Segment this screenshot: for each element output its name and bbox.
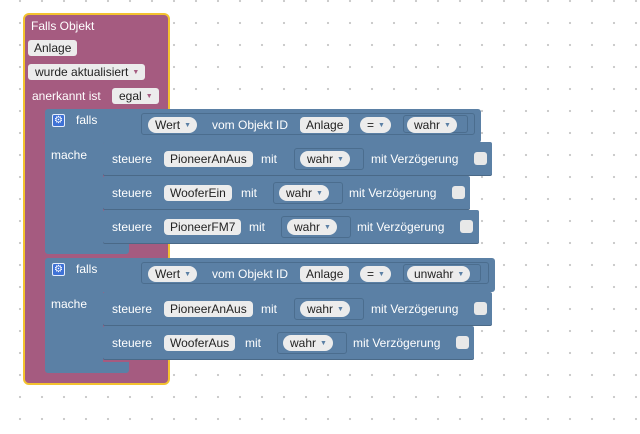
action-delay-label: mit Verzögerung xyxy=(371,302,459,316)
if-2-operator-dropdown[interactable]: = ▼ xyxy=(360,266,391,282)
action-value-dropdown[interactable]: wahr ▼ xyxy=(287,219,337,235)
action-object-field[interactable]: PioneerFM7 xyxy=(164,219,242,235)
if-2-keyword: falls xyxy=(76,262,98,276)
action-delay-label: mit Verzögerung xyxy=(357,220,445,234)
action-object-field[interactable]: WooferAus xyxy=(164,335,236,351)
if-2-object-field[interactable]: Anlage xyxy=(300,266,350,282)
if-1-keyword: falls xyxy=(76,113,98,127)
trigger-ack-dropdown[interactable]: egal ▼ xyxy=(112,88,159,104)
trigger-title: Falls Objekt xyxy=(31,19,95,33)
if-2-rhs: unwahr xyxy=(414,267,454,281)
caret-down-icon: ▼ xyxy=(316,189,323,197)
if-1-operator-dropdown[interactable]: = ▼ xyxy=(360,117,391,133)
if-2-of-object-label: vom Objekt ID xyxy=(212,267,289,281)
if-1-value-kind-dropdown[interactable]: Wert ▼ xyxy=(148,117,198,133)
action-control-label: steuere xyxy=(112,302,153,316)
action-value-dropdown[interactable]: wahr ▼ xyxy=(300,151,350,167)
action-control-label: steuere xyxy=(112,336,153,350)
action-value-dropdown[interactable]: wahr ▼ xyxy=(279,185,329,201)
action-value: wahr xyxy=(307,152,334,166)
action-value: wahr xyxy=(290,336,317,350)
if-1-rhs: wahr xyxy=(414,118,441,132)
if-block-1-arm xyxy=(45,140,103,248)
action-with-label: mit xyxy=(261,152,277,166)
action-with-label: mit xyxy=(241,186,257,200)
caret-down-icon: ▼ xyxy=(320,339,327,347)
if-2-operator: = xyxy=(367,267,375,281)
trigger-ack-value: egal xyxy=(119,89,142,103)
action-value: wahr xyxy=(307,302,334,316)
trigger-condition-dropdown[interactable]: wurde aktualisiert ▼ xyxy=(28,64,146,80)
if-1-of-object-label: vom Objekt ID xyxy=(212,118,289,132)
if-1-object-field[interactable]: Anlage xyxy=(300,117,350,133)
trigger-condition-value: wurde aktualisiert xyxy=(35,65,129,79)
action-delay-label: mit Verzögerung xyxy=(349,186,437,200)
trigger-ack-label: anerkannt ist xyxy=(32,89,101,103)
caret-down-icon: ▼ xyxy=(184,121,192,129)
action-with-label: mit xyxy=(249,220,265,234)
delay-checkbox[interactable] xyxy=(474,302,487,315)
action-object-field[interactable]: PioneerAnAus xyxy=(164,151,253,167)
gear-icon[interactable]: ⚙ xyxy=(52,263,65,276)
if-1-value-kind: Wert xyxy=(155,118,181,132)
if-2-rhs-dropdown[interactable]: unwahr ▼ xyxy=(407,266,471,282)
delay-checkbox[interactable] xyxy=(460,220,473,233)
trigger-object-field[interactable]: Anlage xyxy=(28,40,78,56)
if-block-1-footer xyxy=(45,243,129,254)
delay-checkbox[interactable] xyxy=(474,152,487,165)
action-delay-label: mit Verzögerung xyxy=(353,336,441,350)
delay-checkbox[interactable] xyxy=(452,186,465,199)
caret-down-icon: ▼ xyxy=(324,223,331,231)
action-with-label: mit xyxy=(245,336,261,350)
action-with-label: mit xyxy=(261,302,277,316)
trigger-footer xyxy=(25,373,168,383)
caret-down-icon: ▼ xyxy=(145,92,153,100)
gear-icon[interactable]: ⚙ xyxy=(52,114,65,127)
action-control-label: steuere xyxy=(112,186,153,200)
if-2-do-label: mache xyxy=(51,297,88,311)
action-value: wahr xyxy=(286,186,313,200)
action-object-field[interactable]: PioneerAnAus xyxy=(164,301,253,317)
if-1-rhs-dropdown[interactable]: wahr ▼ xyxy=(407,117,457,133)
action-value-dropdown[interactable]: wahr ▼ xyxy=(283,335,333,351)
action-value: wahr xyxy=(294,220,321,234)
caret-down-icon: ▼ xyxy=(337,305,344,313)
action-delay-label: mit Verzögerung xyxy=(371,152,459,166)
if-block-2-arm xyxy=(45,289,103,367)
action-value-dropdown[interactable]: wahr ▼ xyxy=(300,301,350,317)
caret-down-icon: ▼ xyxy=(184,270,192,278)
if-block-2-footer xyxy=(45,362,129,373)
trigger-spine xyxy=(25,110,45,375)
delay-checkbox[interactable] xyxy=(456,336,469,349)
if-1-do-label: mache xyxy=(51,148,88,162)
action-object-field[interactable]: WooferEin xyxy=(164,185,232,201)
action-control-label: steuere xyxy=(112,152,153,166)
action-control-label: steuere xyxy=(112,220,153,234)
caret-down-icon: ▼ xyxy=(378,270,385,278)
caret-down-icon: ▼ xyxy=(337,155,344,163)
if-2-value-kind: Wert xyxy=(155,267,181,281)
if-1-operator: = xyxy=(367,118,375,132)
caret-down-icon: ▼ xyxy=(457,270,465,278)
caret-down-icon: ▼ xyxy=(444,121,451,129)
caret-down-icon: ▼ xyxy=(378,121,385,129)
if-2-value-kind-dropdown[interactable]: Wert ▼ xyxy=(148,266,198,282)
caret-down-icon: ▼ xyxy=(132,68,140,76)
